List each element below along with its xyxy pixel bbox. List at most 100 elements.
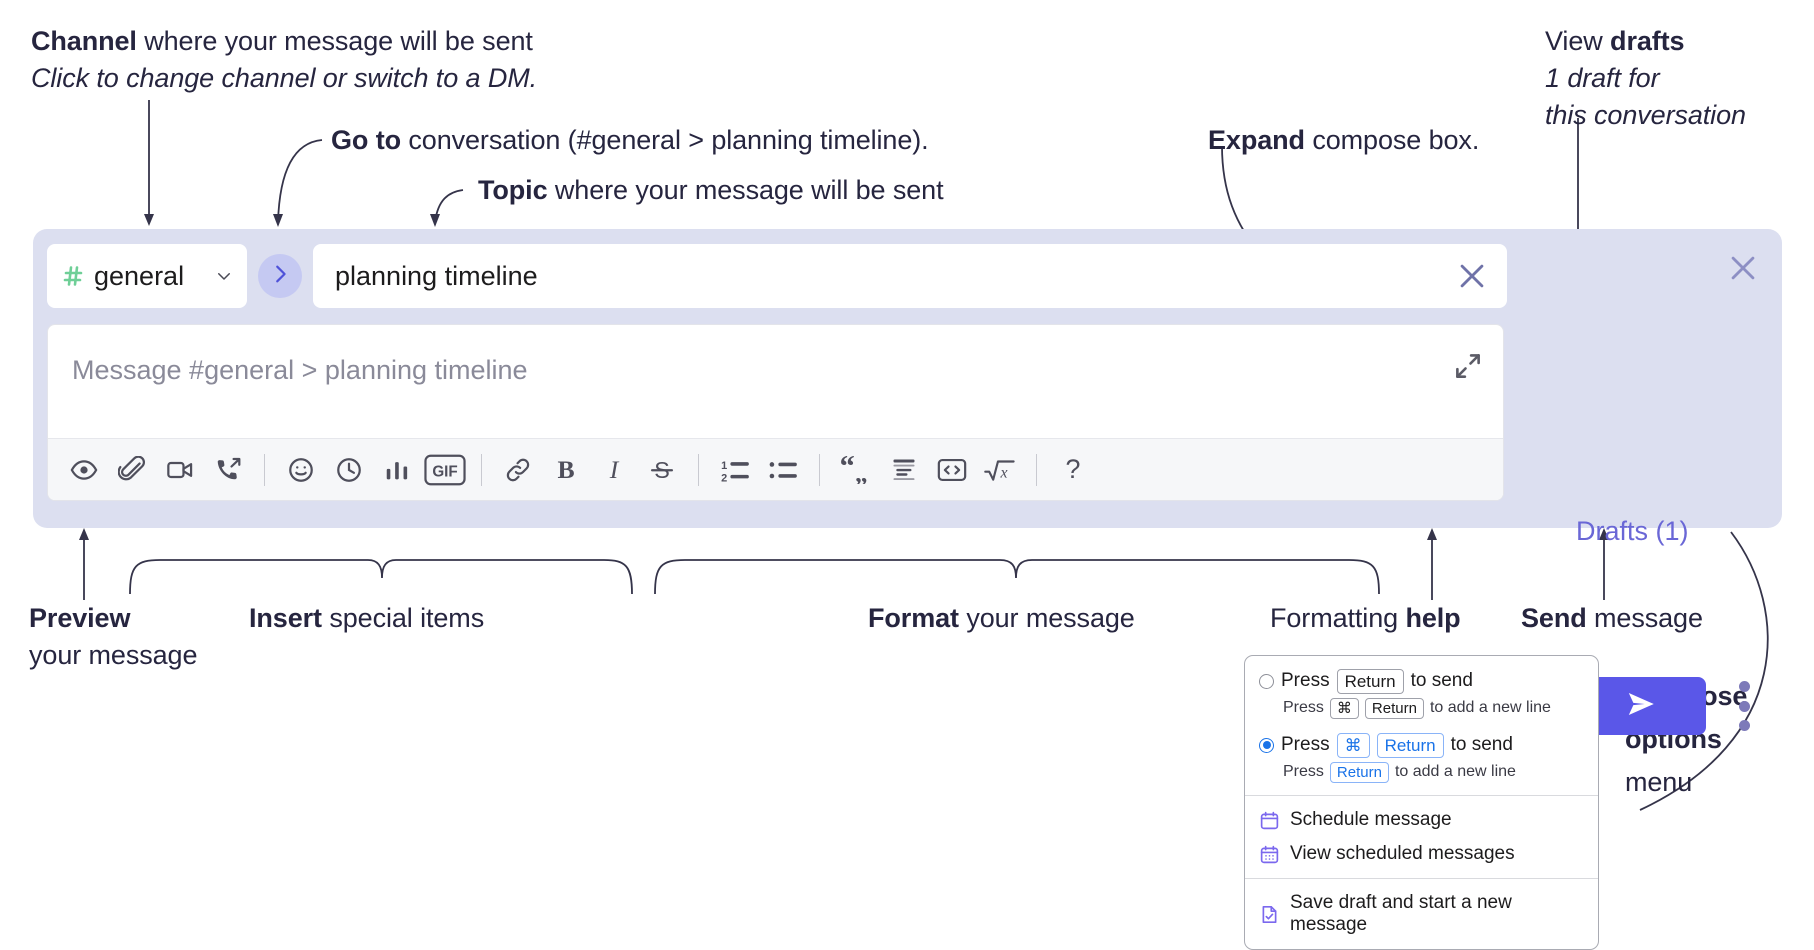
link-button[interactable] [494,446,542,494]
italic-button[interactable]: I [590,446,638,494]
go-to-conversation-button[interactable] [258,254,302,298]
compose-options-menu: Press Return to send Press ⌘ Return to a… [1244,655,1599,950]
radio-unselected[interactable] [1259,673,1274,689]
annotation-preview-bold: Preview [29,603,131,633]
toolbar-divider [481,453,482,486]
menu-item-label: View scheduled messages [1290,843,1515,864]
annotation-drafts: View drafts 1 draft for this conversatio… [1545,23,1746,134]
drafts-link[interactable]: Drafts (1) [1576,516,1689,546]
annotation-send: Send message [1521,600,1703,637]
kbd-command: ⌘ [1336,732,1370,758]
close-compose-panel-button[interactable] [1726,251,1760,285]
annotation-channel-rest: where your message will be sent [136,26,533,56]
more-vertical-dot [1738,720,1750,731]
menu-item-view-scheduled-messages[interactable]: View scheduled messages [1245,837,1598,871]
compose-options-button[interactable] [1735,681,1753,731]
attach-file-button[interactable] [108,446,156,494]
toolbar-divider [819,453,820,486]
option-1-pre: Press [1281,670,1330,691]
ordered-list-button[interactable]: 1 2 [711,446,759,494]
code-block-button[interactable] [880,446,928,494]
svg-text:1: 1 [721,459,727,471]
annotation-format-bold: Format [868,603,959,633]
option-2-sub-pre: Press [1283,763,1324,780]
annotation-send-bold: Send [1521,603,1587,633]
chevron-down-icon [215,267,233,285]
strikethrough-button[interactable]: S [638,446,686,494]
gif-button[interactable]: GIF [421,446,469,494]
expand-compose-box-button[interactable] [1453,351,1483,381]
poll-button[interactable] [373,446,421,494]
radio-selected[interactable] [1259,737,1274,753]
option-1-post: to send [1410,670,1473,691]
annotation-format: Format your message [868,600,1135,637]
annotation-insert: Insert special items [249,600,484,637]
annotation-formatting-help: Formatting help [1270,600,1461,637]
kbd-command: ⌘ [1329,697,1359,719]
code-inline-button[interactable] [928,446,976,494]
menu-item-label: Save draft and start a new message [1290,892,1512,935]
kbd-return: Return [1329,761,1389,783]
save-draft-icon [1259,904,1280,925]
send-option-cmd-return[interactable]: Press ⌘ Return to send Press Return to a… [1245,731,1598,786]
svg-text:GIF: GIF [432,463,457,480]
bulleted-list-button[interactable] [759,446,807,494]
svg-text:?: ? [1066,456,1081,484]
annotation-topic-bold: Topic [478,175,548,205]
send-option-return[interactable]: Press Return to send Press ⌘ Return to a… [1245,667,1598,722]
menu-item-schedule-message[interactable]: Schedule message [1245,803,1598,837]
annotation-send-rest: message [1586,603,1703,633]
annotation-goto: Go to conversation (#general > planning … [331,122,929,159]
annotation-drafts-pre: View [1545,26,1611,56]
annotation-help-rest: Formatting [1270,603,1406,633]
toolbar-divider [264,453,265,486]
annotation-channel-sub: Click to change channel or switch to a D… [31,63,538,93]
menu-item-save-draft[interactable]: Save draft and start a new message [1245,886,1598,942]
send-paper-plane-icon [1624,687,1658,726]
kbd-return: Return [1336,668,1404,694]
schedule-button[interactable] [325,446,373,494]
menu-divider [1245,878,1598,879]
annotation-drafts-line3: this conversation [1545,100,1746,130]
emoji-button[interactable] [277,446,325,494]
message-compose-box[interactable]: Message #general > planning timeline [47,324,1504,501]
annotation-topic: Topic where your message will be sent [478,172,944,209]
menu-divider [1245,795,1598,796]
option-2-pre: Press [1281,734,1330,755]
svg-text:“: “ [840,456,855,483]
formatting-help-button[interactable]: ? [1049,446,1097,494]
annotation-drafts-line2: 1 draft for [1545,63,1660,93]
preview-button[interactable] [60,446,108,494]
annotation-drafts-bold: drafts [1610,26,1685,56]
bold-button[interactable]: B [542,446,590,494]
option-2-post: to send [1450,734,1513,755]
toolbar-divider [1036,453,1037,486]
svg-text:2: 2 [721,472,727,483]
clear-topic-icon[interactable] [1455,259,1489,293]
channel-selector[interactable]: general [47,244,247,308]
option-2-sub-post: to add a new line [1394,763,1516,780]
channel-name-label: general [94,260,185,291]
topic-input[interactable]: planning timeline [313,244,1507,308]
conversation-context-row: general planning timeline [47,244,1507,308]
record-audio-button[interactable] [204,446,252,494]
more-vertical-dot [1738,700,1750,712]
hash-icon [61,264,85,288]
annotation-topic-rest: where your message will be sent [547,175,944,205]
annotation-insert-bold: Insert [249,603,322,633]
svg-text:x: x [999,464,1007,481]
record-video-button[interactable] [156,446,204,494]
annotation-preview: Preview your message [29,600,197,674]
latex-button[interactable]: x [976,446,1024,494]
annotation-preview-line2: your message [29,640,198,670]
svg-text:I: I [609,456,620,484]
schedule-group: Schedule message Vie [1245,796,1598,878]
formatting-toolbar: GIF B I [48,438,1503,500]
blockquote-button[interactable]: “ „ [832,446,880,494]
draft-group: Save draft and start a new message [1245,879,1598,949]
option-1-sub-post: to add a new line [1429,699,1551,716]
toolbar-divider [698,453,699,486]
annotation-format-rest: your message [958,603,1135,633]
topic-value: planning timeline [335,260,538,291]
